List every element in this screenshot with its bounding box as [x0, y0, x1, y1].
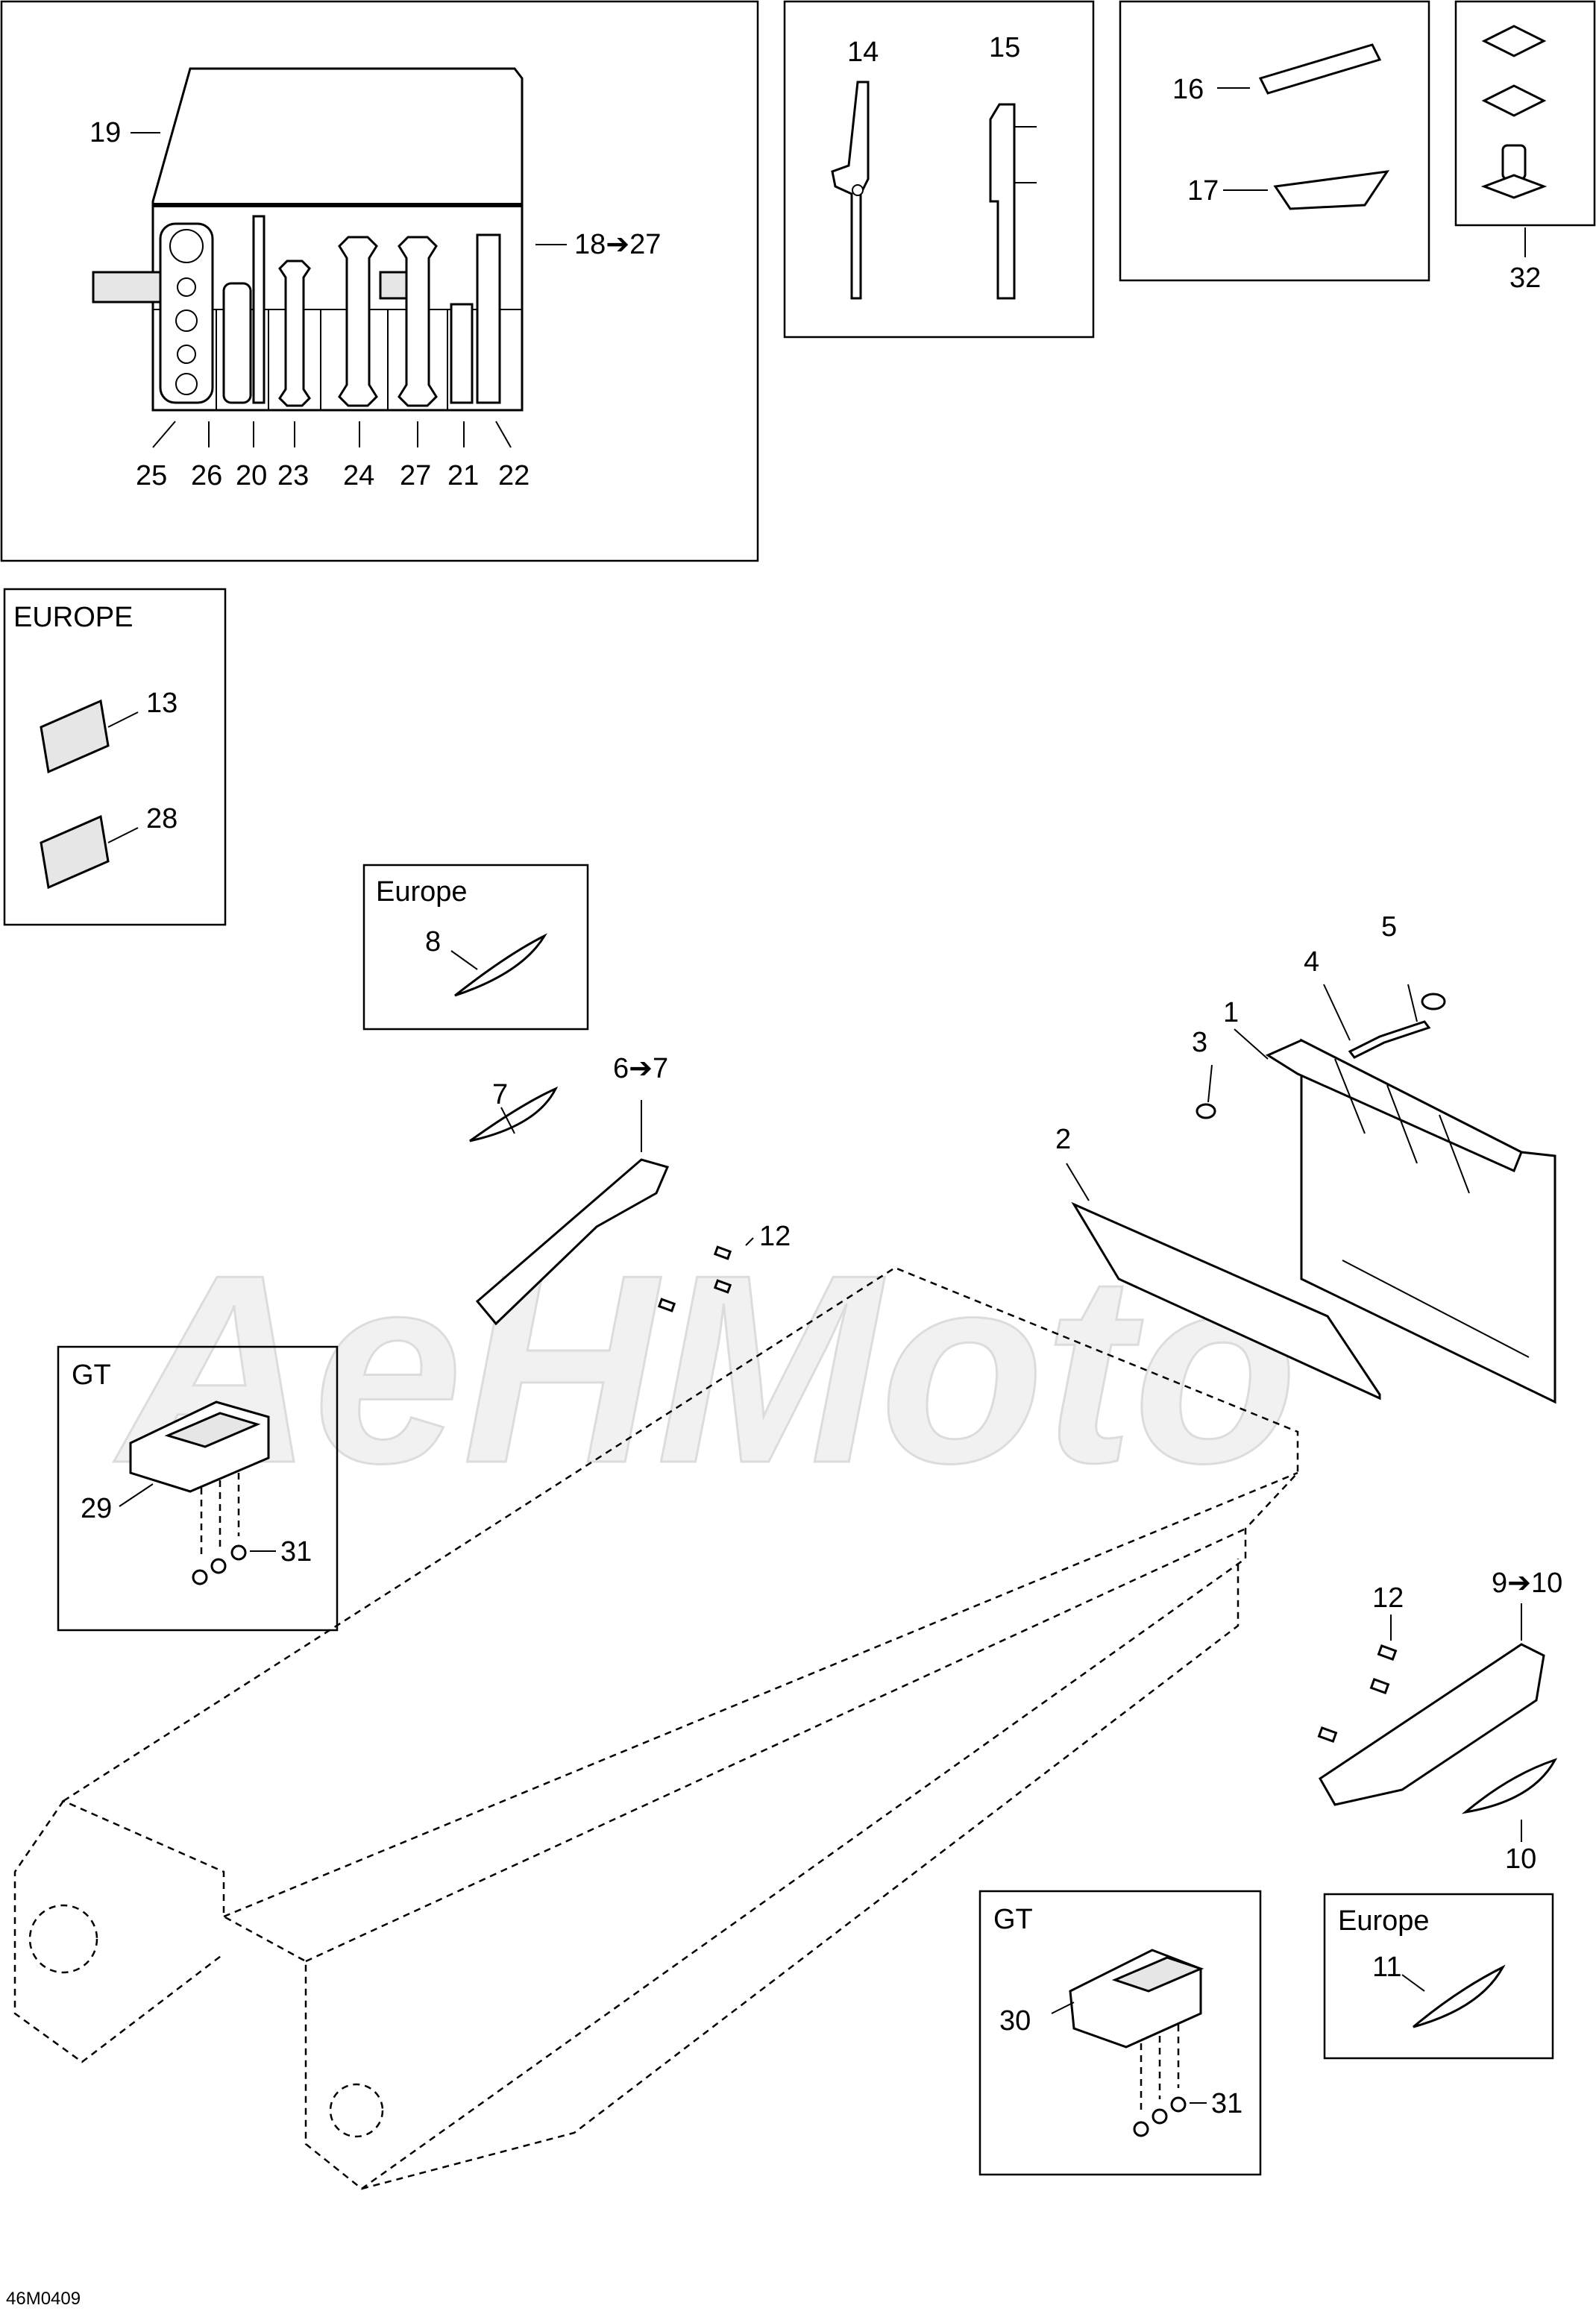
callout-6to7: 6➔7 [613, 1053, 668, 1084]
reflector-13 [40, 699, 110, 774]
step-6 [475, 1158, 670, 1326]
callout-28: 28 [146, 803, 177, 834]
fastener-washer [1481, 25, 1547, 57]
callout-10: 10 [1505, 1843, 1536, 1875]
callout-12-right: 12 [1372, 1582, 1404, 1614]
callout-29: 29 [81, 1493, 112, 1524]
extension-tool [476, 233, 501, 404]
watermark-text: AeHMoto [111, 1219, 1298, 1519]
decal-7 [469, 1086, 559, 1142]
callout-11: 11 [1372, 1952, 1401, 1983]
callout-4: 4 [1304, 946, 1319, 978]
europe-right-title: Europe [1338, 1905, 1430, 1937]
decal-8 [454, 933, 547, 997]
europe-front-title: Europe [376, 876, 468, 908]
wrench-15 [989, 103, 1016, 300]
callout-12-left: 12 [759, 1221, 791, 1252]
step-9 [1319, 1643, 1545, 1806]
pin-tool [252, 215, 266, 404]
fastener-inset: 32 [1454, 0, 1596, 294]
gt-left-inset: GT 29 31 [57, 1345, 339, 1632]
keys-inset: 16 17 [1119, 0, 1430, 282]
reflector-28 [40, 814, 110, 890]
europe-right-inset: Europe 11 [1323, 1893, 1554, 2060]
tunnel [13, 1266, 1299, 2190]
bar-2 [1071, 1201, 1381, 1400]
callout-15: 15 [989, 32, 1020, 63]
callout-23: 23 [277, 460, 309, 491]
callout-3: 3 [1192, 1027, 1207, 1058]
washer-3 [1196, 1103, 1216, 1119]
callout-16: 16 [1172, 74, 1204, 105]
callout-9to10: 9➔10 [1492, 1568, 1562, 1599]
callout-kit: 18➔27 [574, 229, 661, 260]
gt-right-inset: GT 30 31 [978, 1890, 1262, 2176]
callout-30: 30 [999, 2005, 1031, 2037]
callout-14: 14 [847, 37, 879, 68]
callout-31-right: 31 [1211, 2088, 1242, 2119]
wrenches-inset: 14 15 [783, 0, 1095, 339]
footer-code: 46M0409 [6, 2289, 81, 2309]
callout-13: 13 [146, 688, 177, 719]
fastener-frame [1454, 0, 1596, 227]
keys-frame [1119, 0, 1430, 282]
callout-5: 5 [1381, 911, 1397, 943]
left-step-assembly: 6➔7 7 12 [469, 1053, 791, 1326]
callout-2: 2 [1055, 1124, 1071, 1155]
europe-front-frame [362, 864, 589, 1031]
gt-right-frame [978, 1890, 1262, 2176]
callout-bag: 19 [89, 117, 121, 148]
callout-26: 26 [191, 460, 222, 491]
wrench-medium [398, 236, 438, 407]
wrenches-frame [783, 0, 1095, 339]
callout-20: 20 [236, 460, 267, 491]
key-16 [1258, 43, 1382, 95]
callout-27: 27 [400, 460, 431, 491]
wrench-large [338, 236, 378, 407]
tool-kit-inset: 19 18➔27 25 26 20 23 24 27 21 22 [0, 0, 759, 562]
callout-24: 24 [343, 460, 374, 491]
callout-22: 22 [498, 460, 530, 491]
tool-kit-frame [0, 0, 759, 562]
callout-1: 1 [1223, 997, 1239, 1028]
wrench-14 [831, 81, 870, 300]
europe-right-frame [1323, 1893, 1554, 2060]
europe-decals-inset: EUROPE 13 28 [3, 588, 227, 926]
europe-decals-title: EUROPE [13, 602, 133, 633]
europe-front-inset: Europe 8 [362, 864, 589, 1031]
callout-21: 21 [447, 460, 479, 491]
gt-left-title: GT [72, 1359, 111, 1391]
callout-25: 25 [136, 460, 167, 491]
right-step-assembly: 12 9➔10 10 [1317, 1568, 1562, 1875]
callout-8: 8 [425, 926, 441, 958]
gt-right-title: GT [993, 1904, 1033, 1935]
clip-5 [1421, 993, 1446, 1010]
decal-11 [1413, 1964, 1506, 2028]
callout-7: 7 [492, 1079, 508, 1110]
socket-tool [450, 303, 474, 404]
rivet-4 [1348, 1020, 1431, 1059]
callout-31-left: 31 [280, 1536, 312, 1568]
snowflap-assembly: 1 2 3 4 5 [1055, 911, 1556, 1404]
wrench-small [278, 260, 311, 407]
gt-left-frame [57, 1345, 339, 1632]
fastener-plate [1481, 84, 1547, 117]
clip-17 [1273, 170, 1390, 210]
callout-32: 32 [1509, 262, 1541, 294]
screwdriver [222, 282, 252, 404]
decal-10 [1461, 1758, 1558, 1814]
europe-decals-frame [3, 588, 227, 926]
fastener-post [1501, 144, 1527, 180]
callout-17: 17 [1187, 175, 1219, 207]
